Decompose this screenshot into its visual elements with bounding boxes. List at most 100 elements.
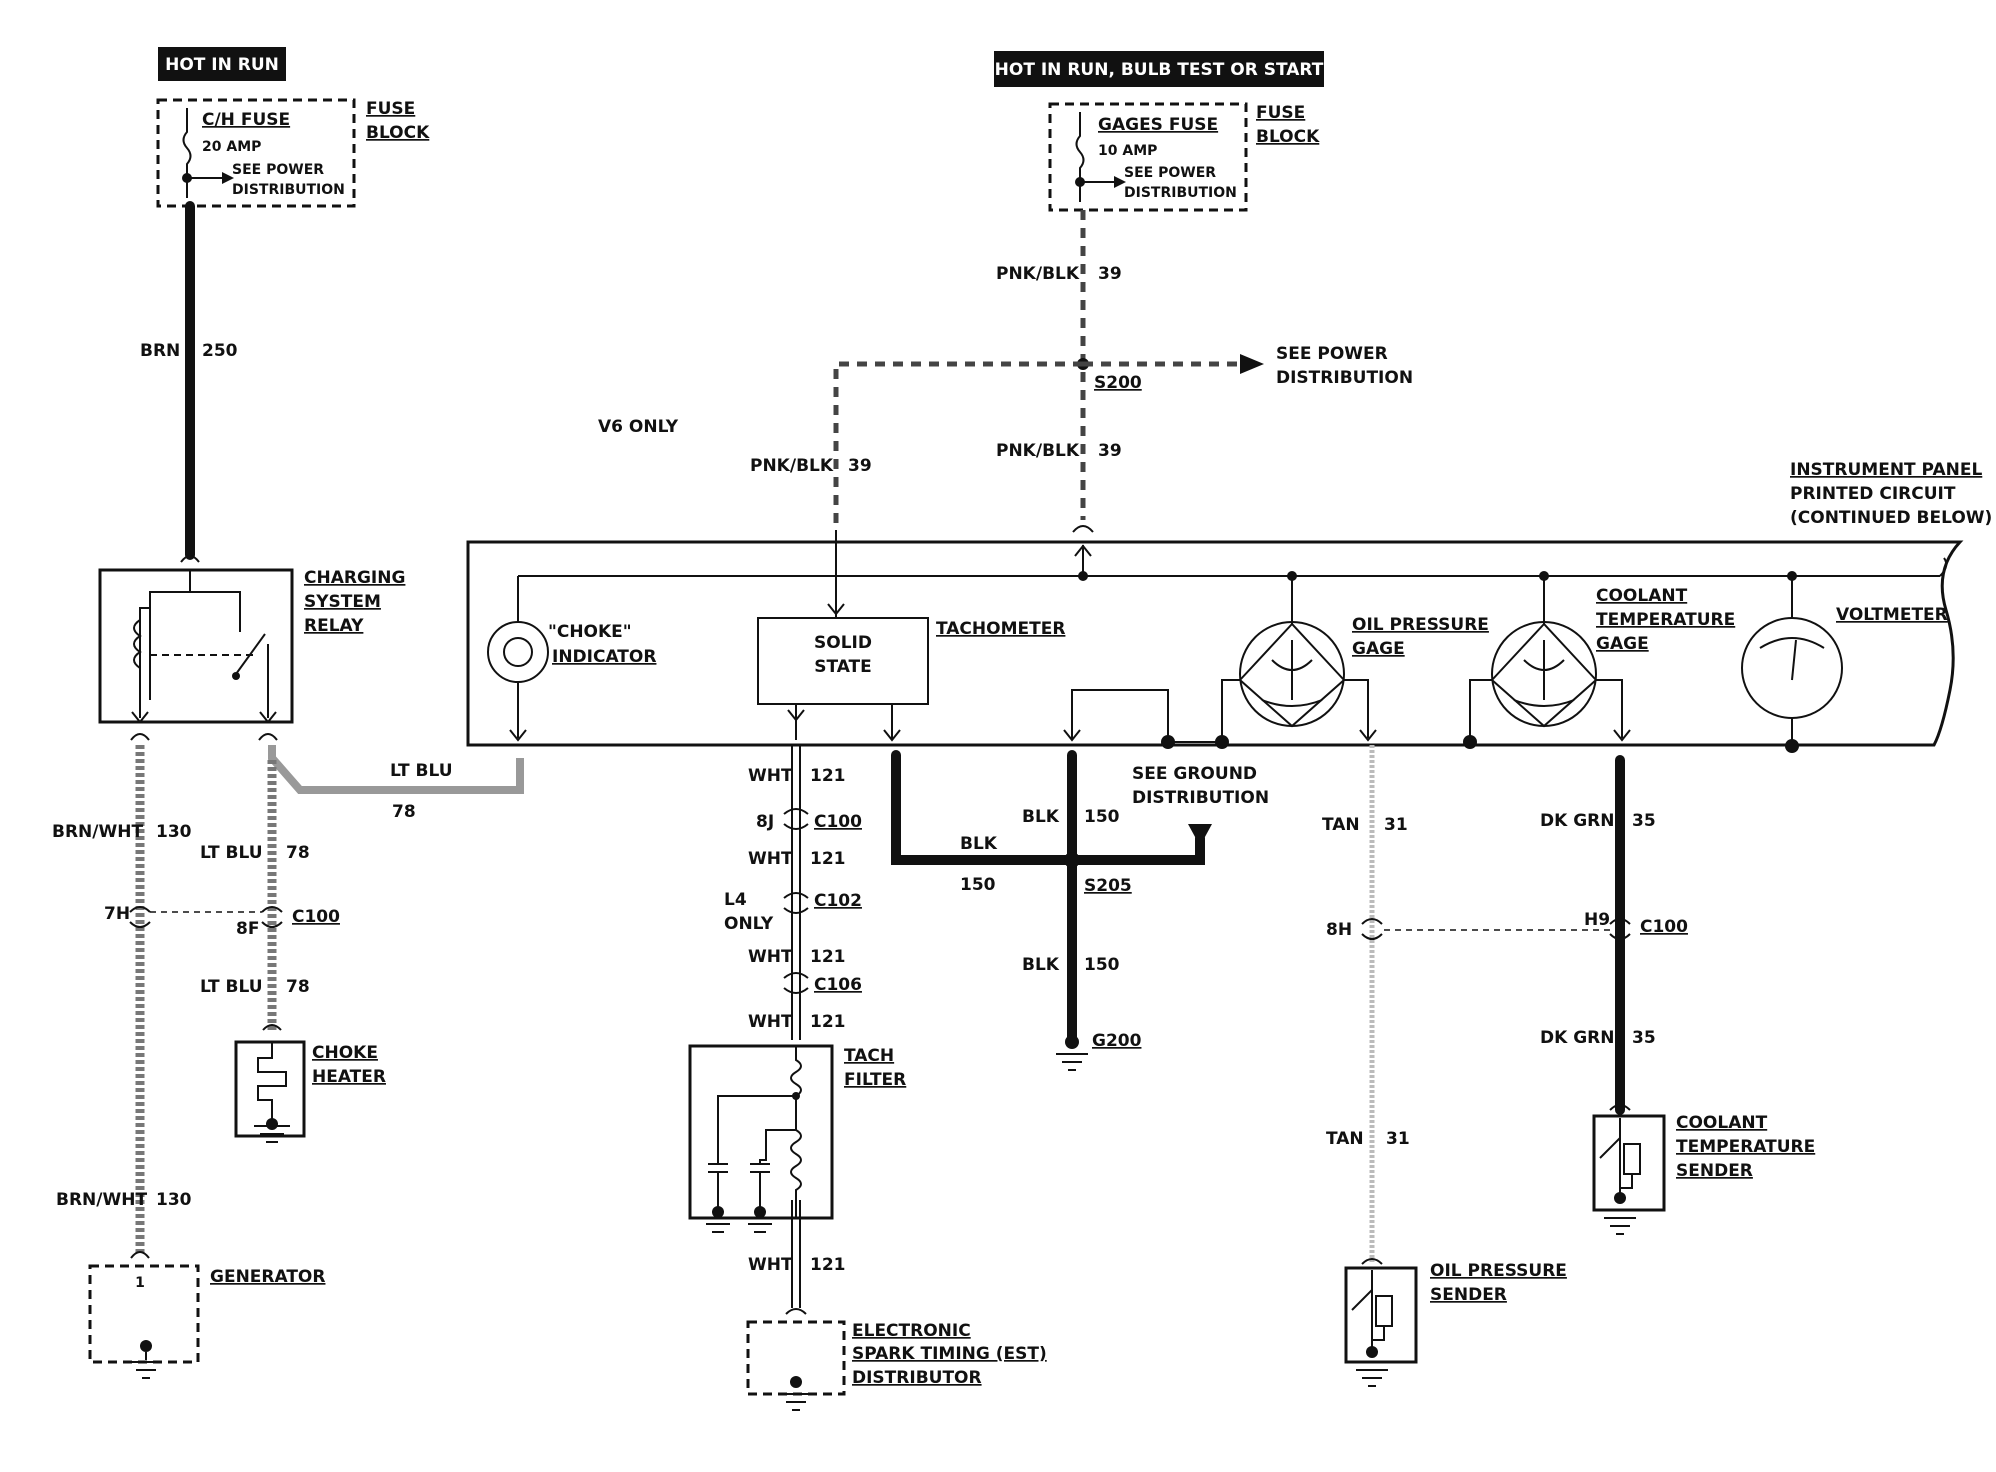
label-wires-blk-1: BLK: [1022, 807, 1060, 827]
label-fuse-left-name: C/H FUSE: [202, 110, 290, 130]
label-wires-wht-2: WHT: [748, 849, 793, 869]
connector-relay-top: [180, 555, 200, 563]
connector-c100: [783, 808, 809, 830]
label-components-ipc-3: (CONTINUED BELOW): [1790, 508, 1992, 528]
connector-8h: [1361, 918, 1383, 940]
label-fuse-right-note-2: DISTRIBUTION: [1124, 185, 1237, 201]
label-wires-w35-2: 35: [1632, 1028, 1656, 1048]
label-components-tach-filter-1: TACH: [844, 1046, 894, 1066]
label-wires-w121-4: 121: [810, 1012, 846, 1032]
splice-s205: [1064, 852, 1080, 868]
label-wires-wht-1: WHT: [748, 766, 793, 786]
label-wires-c102: C102: [814, 891, 862, 911]
label-wires-w130-2: 130: [156, 1190, 192, 1210]
label-wires-brn: BRN: [140, 341, 180, 361]
label-components-gen-pin: 1: [135, 1275, 145, 1291]
label-wires-blk-2: BLK: [960, 834, 998, 854]
label-wires-s200: S200: [1094, 373, 1142, 393]
generator: 1 GENERATOR: [88, 1251, 325, 1379]
label-components-cool-sender-1: COOLANT: [1676, 1113, 1768, 1133]
coolant-temperature-gage: COOLANT TEMPERATURE GAGE: [1463, 571, 1735, 749]
label-components-est-1: ELECTRONIC: [852, 1321, 971, 1341]
label-wires-ltblu-2: LT BLU: [200, 977, 263, 997]
label-components-tachometer: TACHOMETER: [936, 619, 1065, 639]
label-fuse-left-block-1: FUSE: [366, 99, 415, 119]
label-fuse-right-name: GAGES FUSE: [1098, 115, 1218, 135]
label-wires-w78-1: 78: [286, 843, 310, 863]
connector-h9: [1609, 918, 1631, 940]
label-components-ipc-1: INSTRUMENT PANEL: [1790, 460, 1982, 480]
wire-blk-150: [891, 750, 1205, 865]
label-wires-pnkblk-left: PNK/BLK: [750, 456, 834, 476]
label-wires-g200: G200: [1092, 1031, 1142, 1051]
label-components-voltmeter: VOLTMETER: [1836, 605, 1948, 625]
label-components-oil-gage-1: OIL PRESSURE: [1352, 615, 1489, 635]
label-components-oil-gage-2: GAGE: [1352, 639, 1405, 659]
label-fuse-right-block-1: FUSE: [1256, 103, 1305, 123]
label-wires-c100-b: C100: [814, 812, 862, 832]
label-wires-w78-h: 78: [392, 802, 416, 822]
label-wires-c7h: 7H: [104, 904, 130, 924]
label-wires-w150-2: 150: [960, 875, 996, 895]
label-wires-w121-1: 121: [810, 766, 846, 786]
label-wires-w31-2: 31: [1386, 1129, 1410, 1149]
label-wires-w121-2: 121: [810, 849, 846, 869]
label-wires-w31-1: 31: [1384, 815, 1408, 835]
label-components-tach-filter-2: FILTER: [844, 1070, 906, 1090]
banner-hot-in-run: HOT IN RUN: [158, 47, 286, 81]
fuse-block-left: C/H FUSE 20 AMP SEE POWER DISTRIBUTION F…: [156, 98, 430, 208]
label-wires-ch9: H9: [1584, 910, 1610, 930]
label-components-relay-1: CHARGING: [304, 568, 405, 588]
label-wires-c8h: 8H: [1326, 920, 1352, 940]
label-wires-ltblu-h: LT BLU: [390, 761, 453, 781]
label-fuse-right-note-1: SEE POWER: [1124, 165, 1216, 181]
tach-filter: TACH FILTER: [688, 1044, 906, 1233]
wire-lt-blu-78-h: [268, 745, 524, 794]
label-wires-c100-a: C100: [292, 907, 340, 927]
label-wires-w35-1: 35: [1632, 811, 1656, 831]
label-components-cool-sender-2: TEMPERATURE: [1676, 1137, 1815, 1157]
label-wires-see-power-1: SEE POWER: [1276, 344, 1388, 364]
splice-dot: [1075, 177, 1085, 187]
label-wires-w121-3: 121: [810, 947, 846, 967]
label-wires-w39-mid: 39: [1098, 441, 1122, 461]
connector-relay-right: [258, 733, 278, 741]
connector-ipc-feed: [1072, 525, 1094, 533]
label-wires-l4-1: L4: [724, 890, 747, 910]
label-wires-tan-2: TAN: [1326, 1129, 1364, 1149]
label-components-cool-gage-1: COOLANT: [1596, 586, 1688, 606]
label-components-solid-1: SOLID: [814, 633, 872, 653]
label-wires-dkgrn-1: DK GRN: [1540, 811, 1614, 831]
label-components-choke-ind-1: "CHOKE": [548, 622, 632, 642]
label-wires-w130-1: 130: [156, 822, 192, 842]
arrow-see-ground: [1188, 824, 1212, 846]
label-wires-w250: 250: [202, 341, 238, 361]
label-wires-s205: S205: [1084, 876, 1132, 896]
connector-relay-left: [130, 733, 150, 741]
connector-7h: [129, 906, 151, 928]
label-fuse-left-note-1: SEE POWER: [232, 162, 324, 178]
label-wires-wht-4: WHT: [748, 1012, 793, 1032]
label-power-left-banner: HOT IN RUN: [165, 55, 279, 75]
choke-indicator: "CHOKE" INDICATOR: [487, 576, 656, 742]
label-fuse-right-block-2: BLOCK: [1256, 127, 1320, 147]
label-components-choke-ind-2: INDICATOR: [552, 647, 656, 667]
label-wires-c8j: 8J: [756, 812, 774, 832]
label-wires-wht-3: WHT: [748, 947, 793, 967]
label-fuse-left-rating: 20 AMP: [202, 139, 261, 155]
connector-c102: [783, 892, 809, 914]
label-wires-wht-5: WHT: [748, 1255, 793, 1275]
label-components-choke-heater-1: CHOKE: [312, 1043, 378, 1063]
label-components-est-3: DISTRIBUTOR: [852, 1368, 982, 1388]
label-wires-pnkblk-top: PNK/BLK: [996, 264, 1080, 284]
fuse-block-right: GAGES FUSE 10 AMP SEE POWER DISTRIBUTION…: [1048, 102, 1320, 212]
label-components-relay-3: RELAY: [304, 616, 364, 636]
label-components-relay-2: SYSTEM: [304, 592, 381, 612]
label-components-solid-2: STATE: [814, 657, 872, 677]
label-wires-c100-c: C100: [1640, 917, 1688, 937]
label-wires-w78-2: 78: [286, 977, 310, 997]
connector-c106: [783, 972, 809, 994]
relay-contact: [232, 672, 240, 680]
oil-pressure-sender: OIL PRESSURE SENDER: [1344, 1258, 1567, 1387]
